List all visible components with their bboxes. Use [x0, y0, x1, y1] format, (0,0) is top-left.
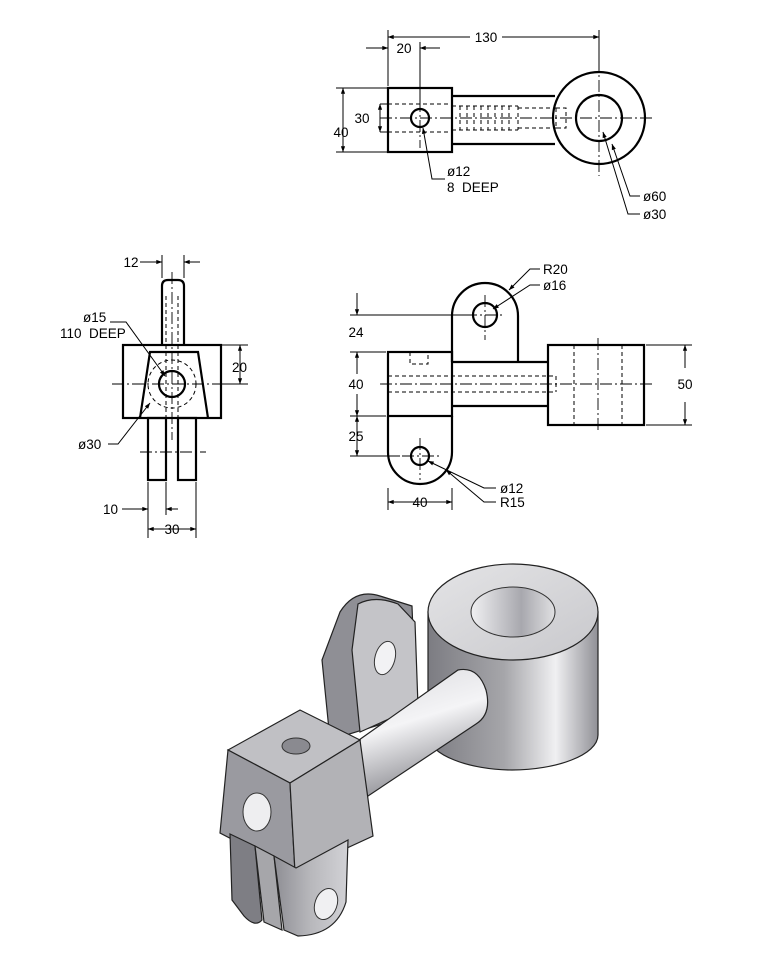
side-view-centerlines — [112, 272, 240, 453]
iso-fork-prongs — [229, 833, 349, 937]
iso-cylinder-ring — [427, 563, 599, 771]
note-lug-radius: R15 — [500, 495, 525, 510]
note-bore-diameter: ø15 — [83, 310, 106, 325]
isometric-view — [219, 563, 599, 937]
note-boss-hole-diameter: ø16 — [543, 278, 566, 293]
note-bore-depth: 110 DEEP — [60, 326, 126, 341]
dim-block-inner-height: 30 — [354, 111, 369, 126]
iso-shaft — [341, 668, 489, 801]
dim-prong-span: 30 — [164, 522, 179, 537]
note-boss-radius: R20 — [543, 262, 568, 277]
note-ring-outer-diameter: ø60 — [643, 189, 666, 204]
note-lug-hole-diameter: ø12 — [500, 481, 523, 496]
note-ring-inner-diameter: ø30 — [643, 207, 666, 222]
front-view: R20 ø16 24 40 50 25 ø12 R15 40 — [348, 262, 693, 510]
dim-lug-height: 25 — [348, 429, 363, 444]
side-view-dimensions — [108, 255, 248, 538]
front-view-hidden-lines — [388, 345, 623, 425]
front-view-outline — [386, 281, 646, 486]
dim-block-height: 40 — [348, 377, 363, 392]
note-counterbore-diameter: ø30 — [78, 437, 101, 452]
note-hole-diameter: ø12 — [447, 164, 470, 179]
iso-square-block — [219, 709, 374, 874]
dim-block-height: 40 — [333, 125, 348, 140]
top-view-centerlines — [380, 60, 655, 176]
note-hole-depth: 8 DEEP — [447, 180, 499, 195]
front-view-dimensions — [350, 268, 692, 510]
dim-ring-height: 50 — [677, 377, 692, 392]
top-view: 130 20 30 40 ø12 8 DEEP ø60 ø30 — [333, 30, 666, 222]
dim-block-width: 20 — [396, 41, 411, 56]
dim-bore-offset: 20 — [232, 360, 247, 375]
front-view-centerlines — [380, 295, 655, 480]
dim-boss-height: 24 — [348, 325, 364, 340]
dim-lug-width: 40 — [412, 495, 427, 510]
dim-prong-width: 10 — [103, 502, 118, 517]
dim-fork-width: 12 — [123, 255, 138, 270]
iso-rear-lug — [321, 593, 419, 741]
top-view-dimensions — [336, 30, 640, 215]
dim-overall-length: 130 — [475, 30, 498, 45]
side-view: 12 ø15 110 DEEP 20 ø30 10 30 — [60, 255, 248, 538]
